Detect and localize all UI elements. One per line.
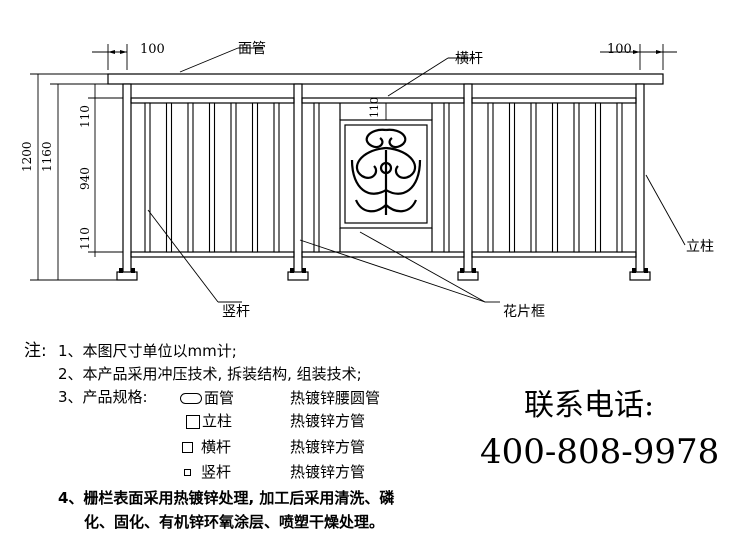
note-line-4b: 化、固化、有机锌环氧涂层、喷塑干燥处理。 — [84, 513, 385, 531]
spec-part: 横杆 — [201, 438, 232, 456]
callout-flower-frame: 花片框 — [503, 304, 545, 320]
dim-top-right: 100 — [607, 42, 632, 57]
base-plate-mid-left — [287, 271, 309, 281]
spec-material: 热镀锌方管 — [290, 463, 366, 481]
vertical-bar — [616, 102, 623, 253]
spec-row-top-tube: 面管 热镀锌腰圆管 — [180, 387, 380, 408]
note-line-2: 2、本产品采用冲压技术, 拆装结构, 组装技术; — [58, 365, 362, 383]
spec-material: 热镀锌方管 — [290, 412, 366, 430]
base-plate-left — [116, 271, 138, 281]
vertical-bar — [530, 102, 537, 253]
cross-bar-top-center — [301, 97, 465, 104]
square-tube-small-icon — [184, 469, 191, 476]
spec-material: 热镀锌腰圆管 — [290, 389, 381, 407]
spec-row-post: 立柱 热镀锌方管 — [186, 410, 365, 431]
cross-bar-bottom-right — [471, 251, 637, 258]
callout-top-tube: 面管 — [238, 41, 266, 57]
post-left — [122, 83, 132, 275]
dim-top-rail-offset: 110 — [78, 105, 92, 128]
dim-bottom-rail-offset: 110 — [78, 227, 92, 250]
note-line-1: 1、本图尺寸单位以mm计; — [58, 342, 237, 360]
square-tube-large-icon — [186, 414, 200, 429]
dim-total-height: 1200 — [20, 141, 34, 172]
contact-label: 联系电话: — [524, 388, 655, 423]
top-tube — [107, 73, 664, 85]
spec-row-cross-bar: 横杆 热镀锌方管 — [182, 436, 365, 457]
vertical-bar — [487, 102, 494, 253]
cross-bar-bottom-center — [301, 251, 465, 258]
callout-cross-bar: 横杆 — [455, 51, 483, 67]
callout-vertical-bar: 竖杆 — [222, 304, 250, 320]
notes-prefix: 注: — [24, 341, 47, 361]
dim-panel-height: 940 — [78, 167, 92, 190]
post-mid-left — [293, 83, 303, 275]
dim-post-height: 1160 — [40, 141, 54, 172]
oval-tube-icon — [180, 393, 202, 404]
vertical-bar — [230, 102, 237, 253]
square-tube-medium-icon — [182, 442, 193, 453]
spec-part: 竖杆 — [201, 463, 232, 481]
vertical-bar — [144, 102, 151, 253]
vertical-bar — [573, 102, 580, 253]
flower-pattern — [350, 128, 422, 215]
post-right — [635, 83, 645, 275]
vertical-bar — [443, 102, 450, 253]
vertical-bar — [251, 102, 259, 253]
cross-bar-bottom-left — [130, 251, 295, 258]
callout-post: 立柱 — [686, 239, 714, 255]
vertical-bar — [551, 102, 559, 253]
vertical-bar — [187, 102, 194, 253]
vertical-bar — [508, 102, 516, 253]
spec-material: 热镀锌方管 — [290, 438, 366, 456]
note-line-4a: 4、栅栏表面采用热镀锌处理, 加工后采用清洗、磷 — [58, 489, 395, 507]
dim-top-left: 100 — [140, 42, 165, 57]
spec-row-vertical-bar: 竖杆 热镀锌方管 — [184, 461, 365, 482]
railing-drawing — [30, 44, 686, 303]
vertical-bar — [273, 102, 280, 253]
spec-part: 面管 — [204, 389, 235, 407]
base-plate-right — [629, 271, 651, 281]
cross-bar-top-left — [130, 97, 295, 104]
dim-center-rail-offset: 110 — [368, 97, 381, 118]
spec-part: 立柱 — [202, 412, 233, 430]
vertical-bar — [208, 102, 216, 253]
cross-bar-top-right — [471, 97, 637, 104]
contact-phone[interactable]: 400-808-9978 — [480, 432, 720, 472]
vertical-bar — [165, 102, 173, 253]
post-mid-right — [463, 83, 473, 275]
vertical-bar — [594, 102, 602, 253]
vertical-bar — [313, 102, 320, 253]
note-line-3: 3、产品规格: — [58, 388, 148, 406]
base-plate-mid-right — [457, 271, 479, 281]
